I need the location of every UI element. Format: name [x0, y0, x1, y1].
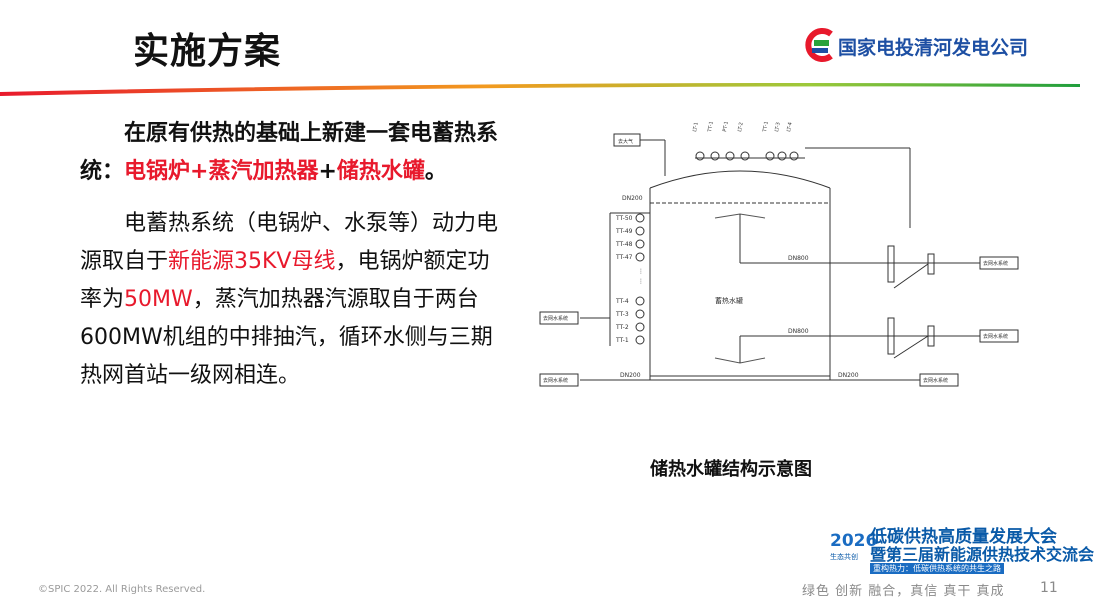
tank-wall — [649, 188, 831, 381]
event-subtitle: 暨第三届新能源供热技术交流会 — [870, 545, 1094, 564]
tank-label: 蓄热水罐 — [715, 296, 743, 305]
event-tag: 生态共创 — [830, 553, 858, 561]
box-right-upper: 去网水系统 — [983, 260, 1008, 267]
event-theme: 重构热力：低碳供热系统的共生之路 — [870, 563, 1004, 574]
paragraph-power: 电蓄热系统（电锅炉、水泵等）动力电源取自于新能源35KV母线，电锅炉额定功率为5… — [80, 205, 500, 395]
sensor-tt4: TT-4 — [615, 298, 629, 305]
sensor-tt3: TT-3 — [615, 311, 629, 318]
text-p1b: 电蓄热系统： — [80, 121, 499, 184]
box-left-upper: 去网水系统 — [543, 315, 568, 322]
pipe-label-upper: DN800 — [788, 255, 809, 262]
diagram-caption: 储热水罐结构示意图 — [650, 459, 812, 480]
sensor-tt1: TT-1 — [615, 337, 629, 344]
text-p2a: 电蓄热系统（电锅炉、水泵等）动力电源取自于 — [80, 211, 499, 274]
page-number: 11 — [1040, 580, 1058, 596]
vent-box: 去大气 — [618, 138, 633, 145]
logo-text: 国家电投清河发电公司 — [838, 37, 1029, 59]
svg-text:⋮: ⋮ — [638, 278, 644, 285]
sensor-tt47: TT-47 — [615, 254, 633, 261]
sensor-top-7: LT-4 — [786, 122, 794, 133]
company-logo: 国家电投清河发电公司 — [804, 28, 1054, 64]
sensor-tt50: TT-50 — [615, 215, 633, 222]
sensor-top-4: LT-2 — [737, 122, 745, 133]
text-p1a: 在原有供热的基础上新建一套 — [124, 121, 411, 146]
box-left-lower: 去网水系统 — [543, 377, 568, 384]
text-highlight-tank: 储热水罐 — [336, 159, 425, 184]
sensor-tt48: TT-48 — [615, 241, 633, 248]
sensor-top-2: TT-1 — [707, 121, 715, 133]
event-title: 低碳供热高质量发展大会 — [870, 527, 1057, 547]
svg-text:⋮: ⋮ — [638, 268, 644, 275]
storage-tank-diagram: TT-50 TT-49 TT-48 TT-47 TT-4 TT-3 TT-2 T… — [539, 121, 1019, 387]
header-divider — [0, 83, 1080, 96]
text-p2e: ，蒸汽加热器汽源取自于两台600MW机组的中排抽汽，循环水侧与三期热网首站一级网… — [80, 287, 493, 388]
text-p1f: 。 — [424, 159, 447, 184]
pipe-label-lower: DN800 — [788, 328, 809, 335]
sensor-tt49: TT-49 — [615, 228, 633, 235]
event-badge: 2026 低碳供热高质量发展大会 暨第三届新能源供热技术交流会 生态共创 重构热… — [830, 522, 1094, 574]
text-highlight-boiler: 电锅炉+蒸汽加热器 — [124, 159, 319, 184]
event-year-logo: 2026 — [830, 531, 877, 551]
pipe-label-top: DN200 — [622, 195, 643, 202]
copyright: ©SPIC 2022. All Rights Reserved. — [38, 584, 206, 595]
tank-dome — [649, 170, 831, 189]
box-right-lower: 去网水系统 — [983, 333, 1008, 340]
page-title: 实施方案 — [133, 31, 282, 72]
sensor-tt2: TT-2 — [615, 324, 629, 331]
text-highlight-power: 50MW — [124, 287, 193, 312]
text-p1d: + — [318, 159, 337, 184]
sensor-top-5: TT-1 — [762, 121, 770, 133]
paragraph-system: 在原有供热的基础上新建一套电蓄热系统：电锅炉+蒸汽加热器+储热水罐。 — [80, 115, 500, 191]
footer-slogan: 绿色 创新 融合，真信 真干 真成 — [802, 584, 1005, 599]
sensor-top-1: LT-1 — [692, 122, 700, 133]
pipe-label-bottom-right: DN200 — [838, 372, 859, 379]
text-p2c: ，电锅炉额定功率为 — [80, 249, 490, 312]
sensor-top-3: PT-1 — [722, 121, 730, 132]
text-highlight-bus: 新能源35KV母线 — [168, 249, 336, 274]
pipe-label-bottom-left: DN200 — [620, 372, 641, 379]
body-text: 在原有供热的基础上新建一套电蓄热系统：电锅炉+蒸汽加热器+储热水罐。 电蓄热系统… — [80, 115, 500, 395]
sensor-top-6: LT-3 — [774, 122, 782, 133]
box-bottom-right: 去网水系统 — [923, 377, 948, 384]
event-year: 2026 — [830, 531, 877, 551]
spic-logo-icon — [805, 28, 833, 62]
